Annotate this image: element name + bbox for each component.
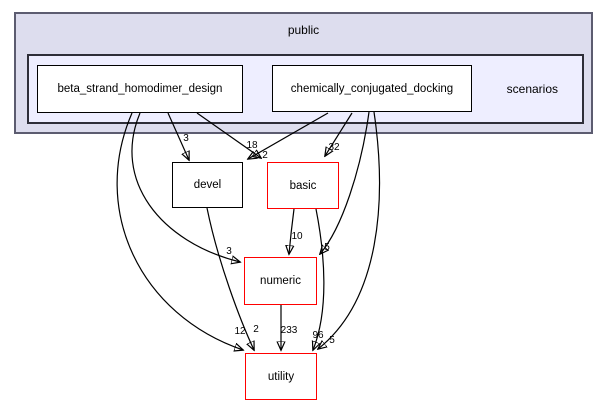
edge-count-label: 5 bbox=[329, 335, 335, 346]
node-beta_strand_homodimer_design[interactable]: beta_strand_homodimer_design bbox=[37, 65, 243, 113]
edge-count-label: 233 bbox=[280, 325, 298, 336]
node-utility[interactable]: utility bbox=[245, 353, 317, 400]
edge-chemically_conjugated_docking-utility bbox=[318, 111, 380, 349]
edge-count-label: 3 bbox=[183, 133, 189, 144]
node-devel[interactable]: devel bbox=[172, 162, 243, 208]
edge-count-label: 10 bbox=[291, 231, 303, 242]
edge-count-label: 5 bbox=[324, 242, 330, 253]
edge-count-label: 96 bbox=[312, 330, 324, 341]
cluster-public-label[interactable]: public bbox=[287, 23, 320, 37]
node-label: chemically_conjugated_docking bbox=[290, 82, 454, 95]
edge-beta_strand_homodimer_design-utility bbox=[116, 112, 243, 350]
cluster-scenarios-label[interactable]: scenarios bbox=[506, 82, 558, 96]
node-chemically_conjugated_docking[interactable]: chemically_conjugated_docking bbox=[272, 65, 472, 112]
node-label: utility bbox=[267, 370, 295, 383]
node-label: basic bbox=[289, 179, 317, 192]
edge-count-label: 32 bbox=[328, 142, 340, 153]
edge-count-label: 12 bbox=[234, 326, 246, 337]
node-label: devel bbox=[193, 179, 222, 191]
edge-count-label: 18 bbox=[246, 140, 258, 151]
edge-count-label: 3 bbox=[226, 246, 232, 257]
edge-count-label: 2 bbox=[262, 150, 268, 161]
node-basic[interactable]: basic bbox=[267, 162, 339, 209]
node-label: beta_strand_homodimer_design bbox=[57, 83, 223, 95]
node-label: numeric bbox=[260, 275, 301, 287]
node-numeric[interactable]: numeric bbox=[244, 257, 317, 305]
edge-count-label: 2 bbox=[253, 324, 259, 335]
